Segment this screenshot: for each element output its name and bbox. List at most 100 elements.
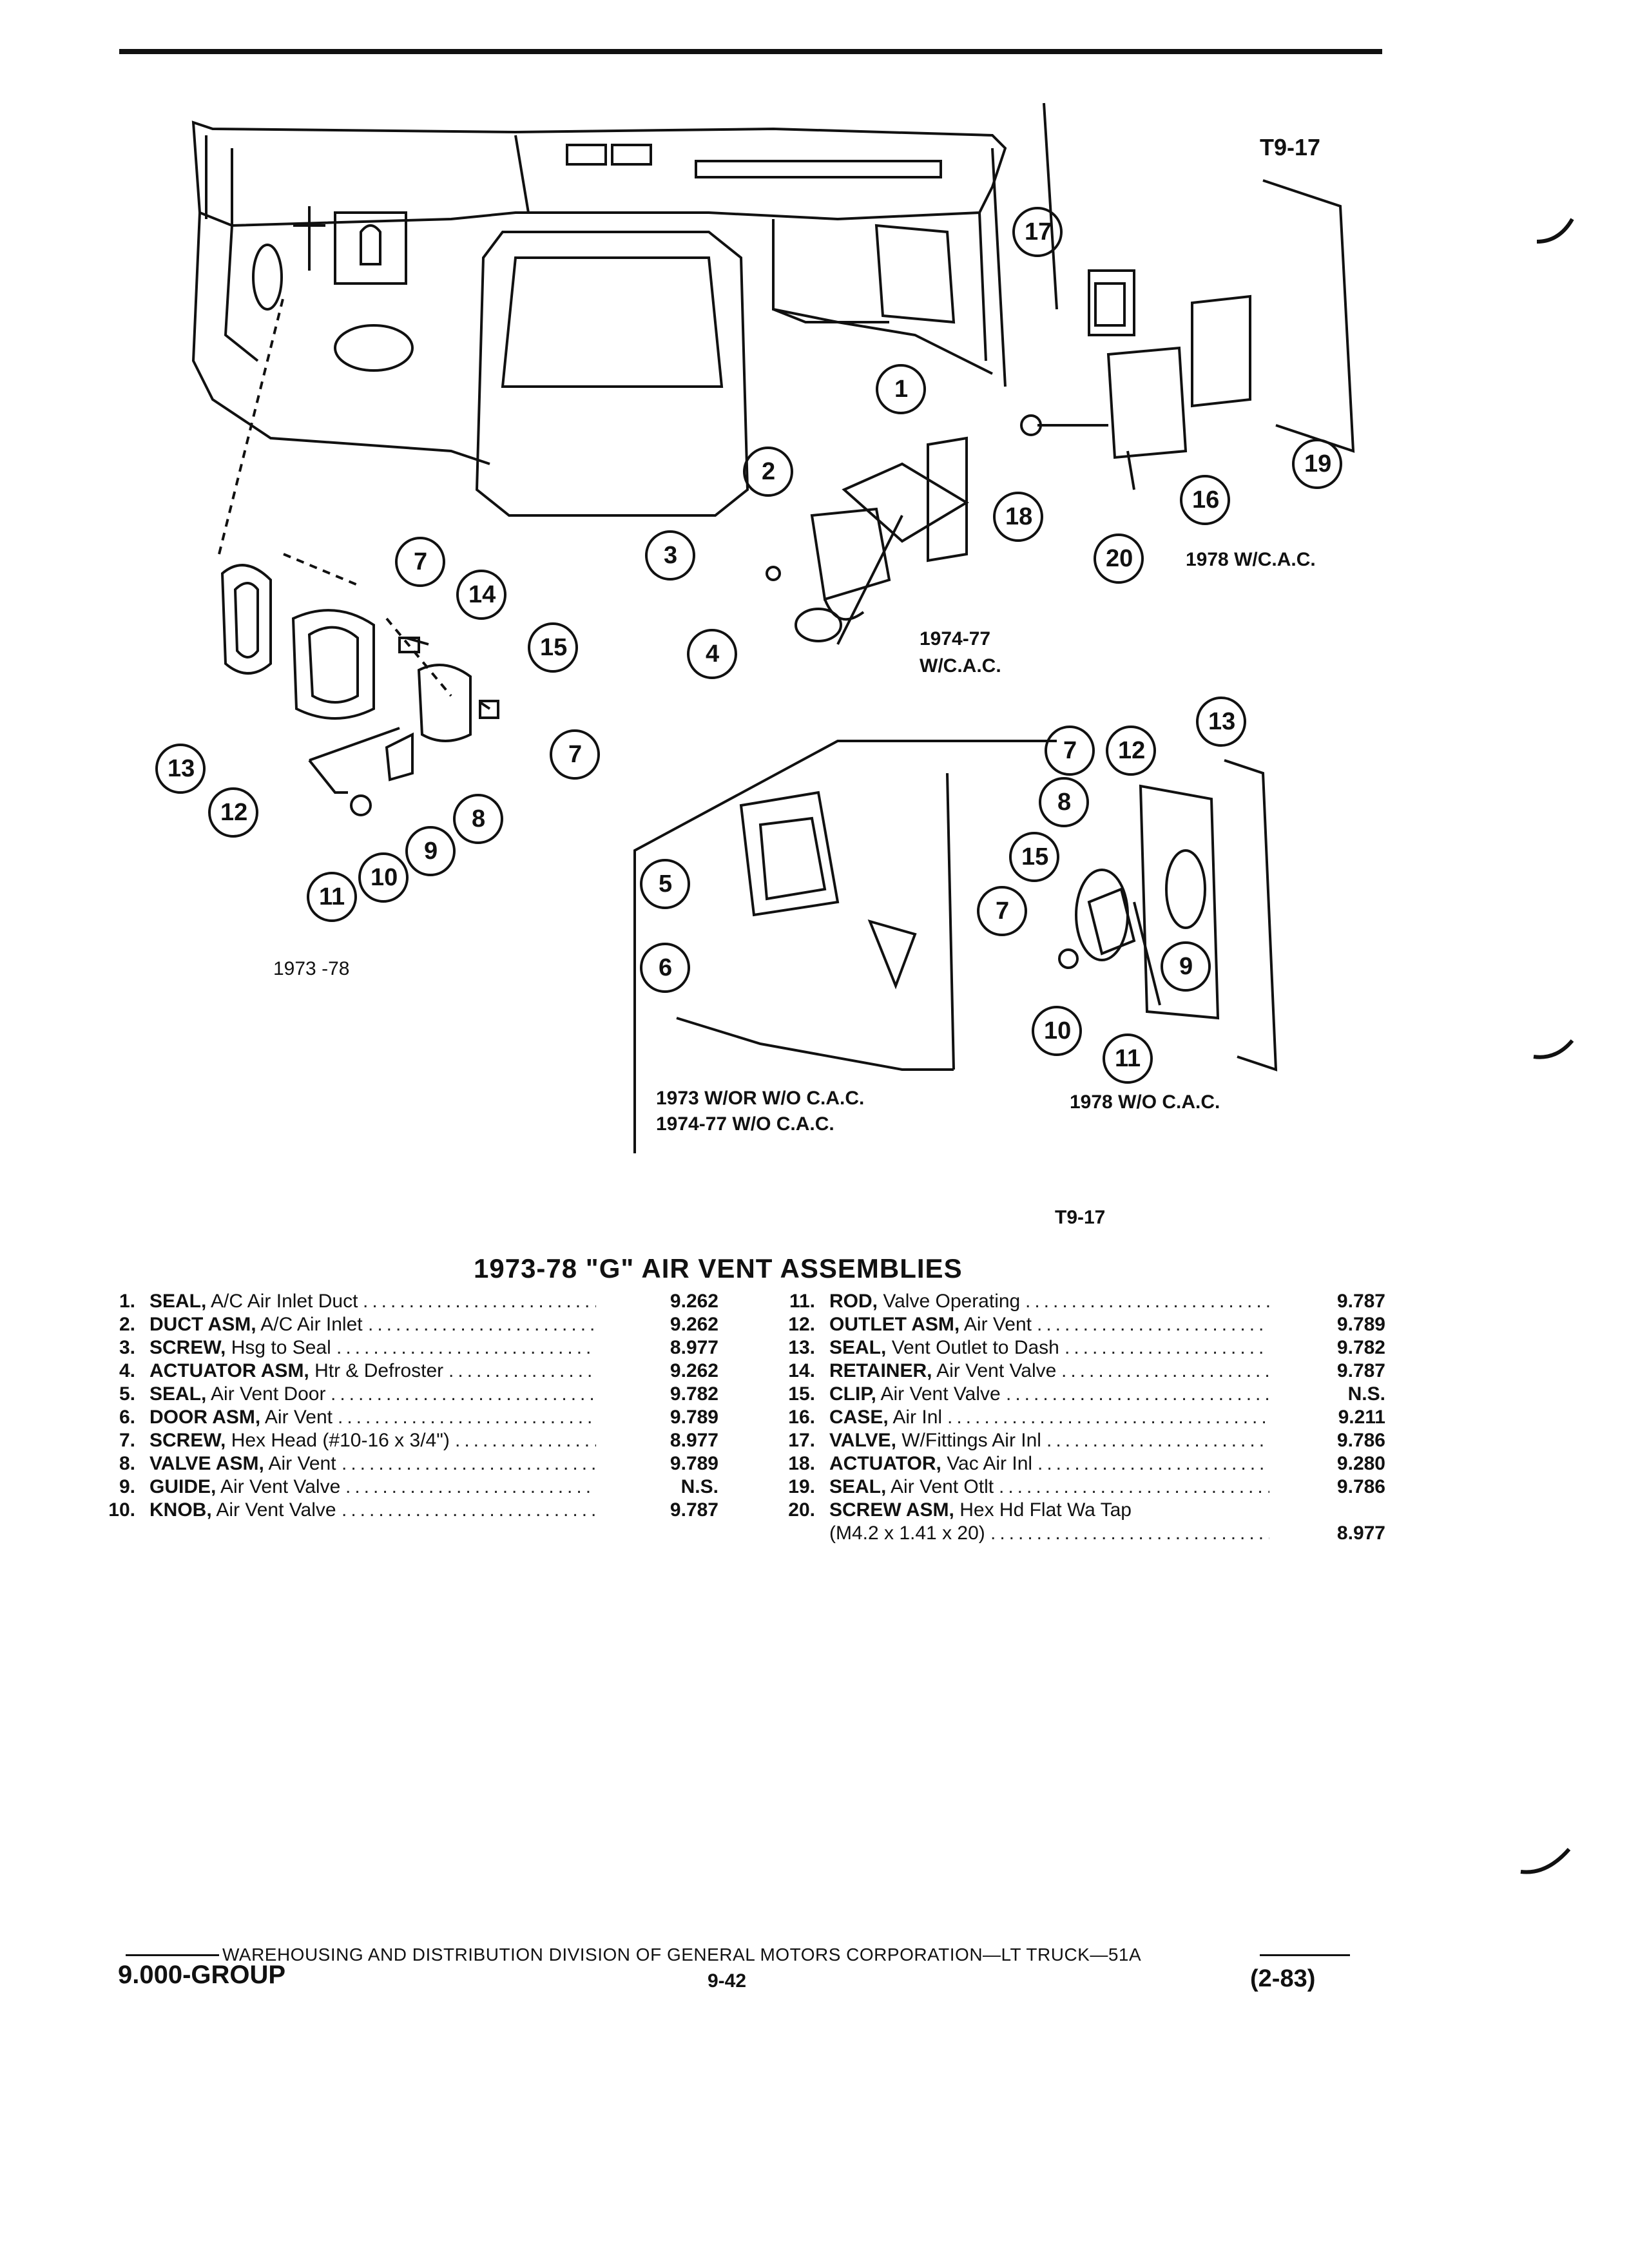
parts-row: (M4.2 x 1.41 x 20)......................… [735,1522,1385,1545]
part-name-bold: ROD, [829,1291,878,1312]
callout-8: 8 [472,805,486,832]
part-description: Air Vent [959,1314,1032,1335]
reference-number: 9.782 [1336,1337,1385,1358]
part-number: 17. [788,1430,815,1451]
part-name-bold: VALVE, [829,1430,896,1451]
parts-row: 6.DOOR ASM, Air Vent....................… [52,1406,718,1429]
part-name: SCREW, Hex Head (#10-16 x 3/4") [149,1429,450,1452]
reference-number: 9.786 [1336,1476,1385,1497]
part-number: 14. [788,1360,815,1381]
reference-number: 9.262 [670,1291,718,1312]
leader-dots: ........................................… [1061,1360,1269,1381]
part-description: Air Inl [888,1407,943,1428]
part-description: A/C Air Inlet Duct [206,1291,358,1312]
part-name-bold: SEAL, [149,1291,207,1312]
reference-number: 9.280 [1336,1453,1385,1474]
reference-number: 9.211 [1338,1407,1385,1428]
callout-12b: 12 [1118,737,1146,764]
part-description: Vent Outlet to Dash [886,1337,1059,1358]
part-name-bold: SEAL, [149,1383,207,1405]
part-number: 11. [789,1291,815,1312]
reference-number: 9.787 [1336,1291,1385,1312]
callout-8b: 8 [1057,789,1072,816]
part-number: 3. [119,1337,135,1358]
part-name: SEAL, Air Vent Door [149,1383,325,1406]
leader-dots: ........................................… [1037,1453,1269,1474]
part-number: 2. [119,1314,135,1335]
parts-row: 13.SEAL, Vent Outlet to Dash............… [735,1336,1385,1360]
caption-right-top: 1978 W/C.A.C. [1186,549,1316,570]
callout-15b: 15 [1021,843,1049,870]
callout-3: 3 [664,542,678,569]
leader-dots: ........................................… [947,1407,1269,1428]
part-name-bold: ACTUATOR, [829,1453,941,1474]
dashboard-illustration [191,120,1007,517]
leader-dots: ........................................… [336,1337,596,1358]
part-number: 8. [119,1453,135,1474]
part-name-bold: SCREW, [149,1430,226,1451]
parts-row: 4.ACTUATOR ASM, Htr & Defroster.........… [52,1360,718,1383]
part-name: DOOR ASM, Air Vent [149,1406,333,1429]
reference-number: 9.789 [1336,1314,1385,1335]
reference-number: 8.977 [670,1337,718,1358]
part-name: SCREW ASM, Hex Hd Flat Wa Tap [829,1499,1132,1522]
part-description: Air Vent Valve [932,1360,1057,1381]
part-description: W/Fittings Air Inl [896,1430,1041,1451]
caption-center-top-1: 1974-77 [920,628,991,649]
vent-parts-center-bottom [633,740,1057,1153]
callout-7: 7 [414,548,428,575]
part-name-bold: GUIDE, [149,1476,217,1497]
part-number: 7. [119,1430,135,1451]
parts-row: 8.VALVE ASM, Air Vent...................… [52,1452,718,1475]
top-code: T9-17 [1260,134,1321,160]
parts-row: 3.SCREW, Hsg to Seal....................… [52,1336,718,1360]
part-name-bold: KNOB, [149,1499,212,1521]
part-name: CLIP, Air Vent Valve [829,1383,1001,1406]
leader-dots: ........................................… [999,1476,1269,1497]
vent-parts-center-top [766,436,969,642]
caption-center-bottom-1: 1973 W/OR W/O C.A.C. [656,1088,865,1109]
part-description: Air Vent Valve [216,1476,341,1497]
callout-10b: 10 [1044,1017,1072,1044]
reference-number: N.S. [1347,1383,1385,1405]
callout-5: 5 [659,870,673,898]
callout-12: 12 [220,799,248,826]
part-description: Air Vent Otlt [886,1476,994,1497]
leader-dots: ........................................… [455,1430,596,1451]
parts-row: 17.VALVE, W/Fittings Air Inl............… [735,1429,1385,1452]
parts-row: 11.ROD, Valve Operating.................… [735,1290,1385,1313]
part-description: Air Vent Valve [876,1383,1001,1405]
callout-14: 14 [468,581,496,608]
part-name: GUIDE, Air Vent Valve [149,1475,340,1499]
part-description: Hsg to Seal [226,1337,331,1358]
leader-dots: ........................................… [342,1453,596,1474]
callout-9b: 9 [1179,953,1193,980]
part-name-bold: CASE, [829,1407,889,1428]
part-name-bold: ACTUATOR ASM, [149,1360,309,1381]
callout-13b: 13 [1208,708,1236,735]
parts-row: 14. RETAINER, Air Vent Valve.............… [735,1360,1385,1383]
part-name: (M4.2 x 1.41 x 20) [829,1522,985,1545]
part-number: 13. [788,1337,815,1358]
callout-20: 20 [1106,545,1133,572]
part-name-bold: CLIP, [829,1383,876,1405]
footer-rule-right [1260,1954,1350,1956]
top-rule [119,49,1382,54]
part-name: KNOB, Air Vent Valve [149,1499,336,1522]
part-number: 10. [108,1499,135,1521]
caption-center-top-2: W/C.A.C. [920,655,1001,677]
margin-mark [1520,1848,1571,1874]
leader-dots: ........................................… [990,1523,1269,1544]
part-name-bold: OUTLET ASM, [829,1314,960,1335]
part-description: Air Vent Valve [211,1499,336,1521]
caption-left: 1973 -78 [273,958,350,979]
callout-16: 16 [1192,486,1220,514]
page-number: 9-42 [708,1970,747,1992]
part-name: RETAINER, Air Vent Valve [829,1360,1056,1383]
callout-17: 17 [1025,218,1052,245]
part-name-bold: DUCT ASM, [149,1314,256,1335]
part-description: Valve Operating [878,1291,1021,1312]
reference-number: 8.977 [670,1430,718,1451]
callout-19: 19 [1304,450,1332,477]
part-name: OUTLET ASM, Air Vent [829,1313,1032,1336]
